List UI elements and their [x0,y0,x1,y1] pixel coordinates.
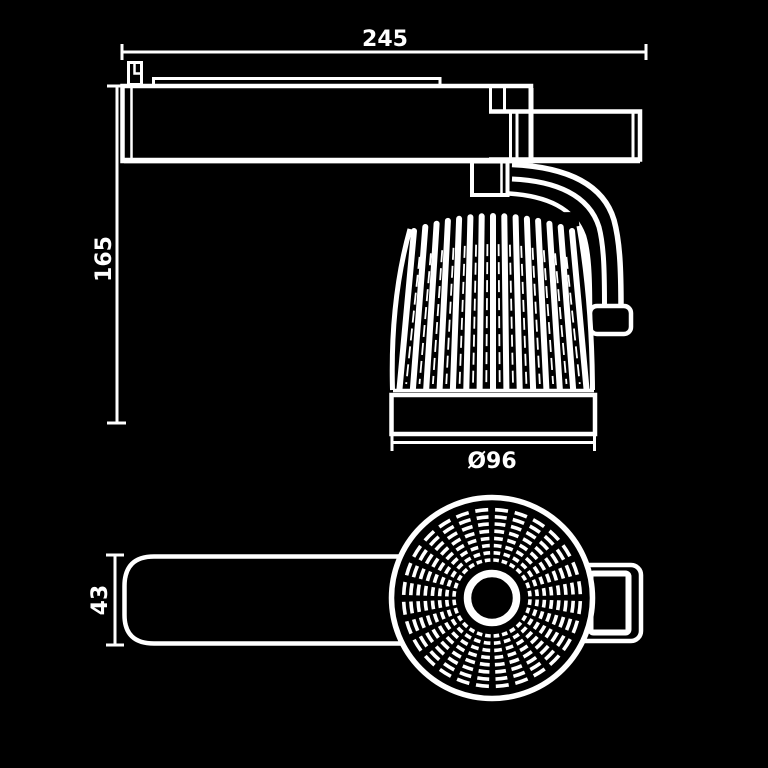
heat-sink-radial-fins [401,507,583,689]
lamp-head-right-edge [576,225,595,391]
dimension-track-length: 245 [120,27,648,60]
heat-sink-outer-ring [388,494,596,702]
track-adapter-rail [120,61,643,197]
support-arm [508,161,634,337]
heat-sink-fins [396,213,590,392]
dimension-end-ticks [106,553,124,647]
contact-plate [152,77,442,85]
lamp-bezel [389,392,598,437]
dimension-end-ticks [120,44,648,60]
hanging-stem [509,112,519,160]
dimension-label-head-diameter: Ø96 [467,449,516,474]
dimension-head-diameter: Ø96 [390,434,596,474]
dimension-label-track-depth: 43 [88,585,113,616]
center-hub-ring [463,569,521,627]
dimension-overall-height: 165 [92,84,126,425]
connector-joint-lines [489,87,506,110]
lamp-head-side [389,212,598,437]
lamp-head-plan [388,494,596,702]
side-elevation-view: 245 165 [92,27,648,474]
dimension-label-overall-height: 165 [92,236,117,282]
plan-view: 43 [88,494,644,702]
swivel-bracket [470,159,510,197]
rail-body-plan [122,554,460,646]
dimension-track-depth: 43 [88,553,124,647]
dimension-label-track-length: 245 [362,27,408,52]
lamp-head-left-edge [389,228,413,391]
